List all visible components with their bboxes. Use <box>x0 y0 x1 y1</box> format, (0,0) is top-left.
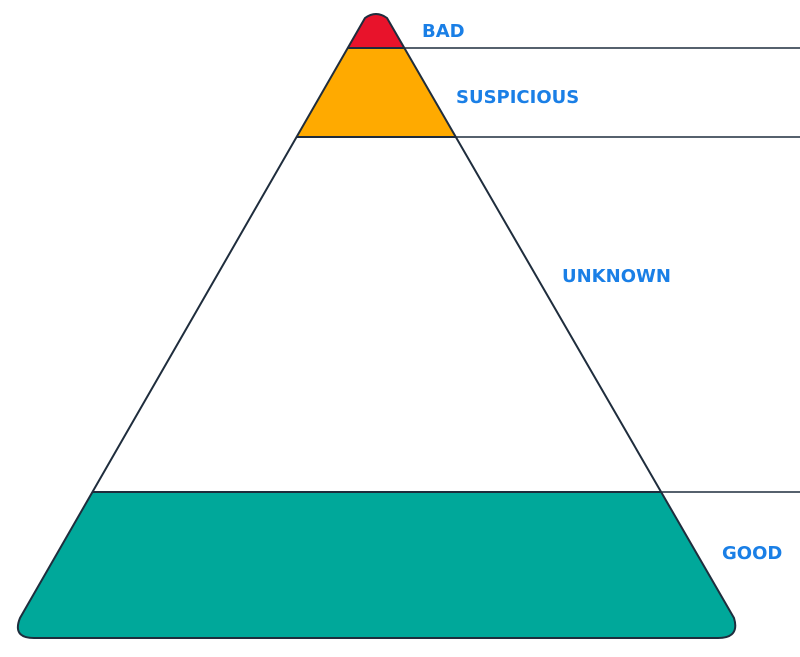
tier-label-good: GOOD <box>722 543 782 564</box>
tier-band-unknown <box>17 136 736 493</box>
tier-label-bad: BAD <box>422 21 465 42</box>
tier-band-good <box>17 491 736 638</box>
pyramid-outline <box>16 13 737 639</box>
tier-band-suspicious <box>17 47 736 138</box>
tier-label-unknown: UNKNOWN <box>562 266 671 287</box>
tier-label-suspicious: SUSPICIOUS <box>456 87 579 108</box>
